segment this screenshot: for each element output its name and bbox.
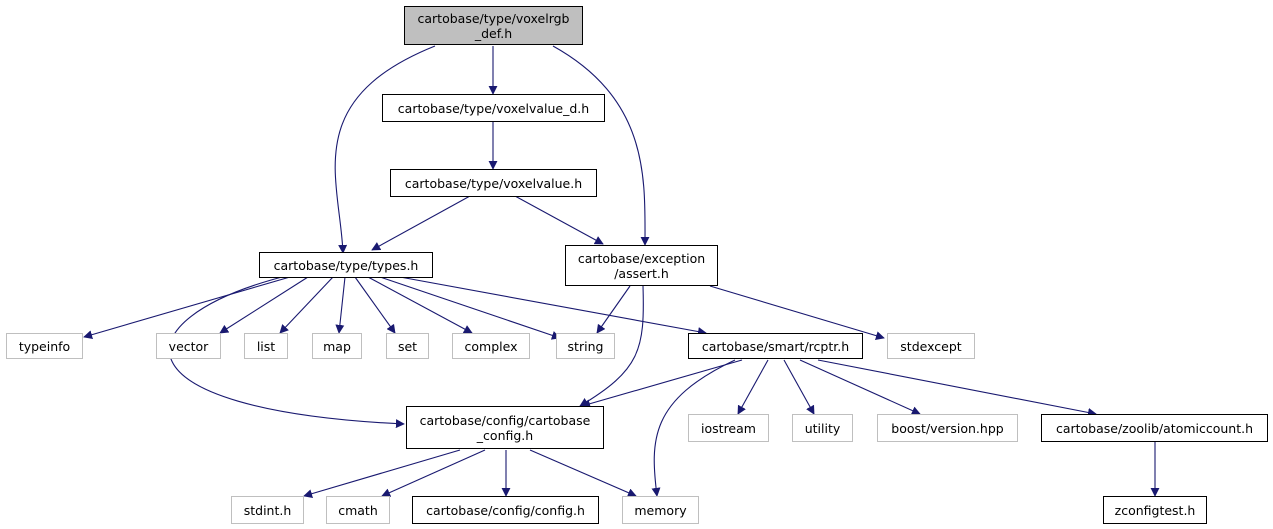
- edge-rcptr-to-memory: [651, 359, 736, 497]
- node-iostream: iostream: [688, 414, 769, 442]
- node-memory: memory: [622, 496, 699, 524]
- node-stdint: stdint.h: [231, 496, 304, 524]
- node-list: list: [244, 333, 288, 359]
- node-string: string: [556, 333, 615, 359]
- node-vector: vector: [156, 333, 221, 359]
- edge-types-to-rcptr: [399, 276, 707, 336]
- node-voxelrgb-def: cartobase/type/voxelrgb _def.h: [404, 6, 583, 45]
- edge-assert-to-string: [596, 285, 631, 334]
- node-voxelvalue[interactable]: cartobase/type/voxelvalue.h: [390, 169, 597, 197]
- edge-rcptr-to-iostream: [737, 359, 769, 415]
- node-utility: utility: [792, 414, 853, 442]
- node-boost-version: boost/version.hpp: [877, 414, 1018, 442]
- edge-types-to-string: [379, 276, 561, 340]
- edge-voxelrgb-to-assert: [552, 45, 650, 246]
- edge-assert-to-cartobase_config: [579, 285, 644, 407]
- edge-rcptr-to-utility: [783, 359, 815, 415]
- node-types[interactable]: cartobase/type/types.h: [259, 252, 433, 278]
- node-complex: complex: [452, 333, 530, 359]
- node-cartobase-config[interactable]: cartobase/config/cartobase _config.h: [406, 406, 604, 449]
- node-atomiccount[interactable]: cartobase/zoolib/atomiccount.h: [1041, 414, 1268, 442]
- edge-types-to-complex: [367, 276, 473, 334]
- edge-types-to-map: [335, 276, 346, 334]
- edge-types-to-set: [354, 276, 396, 334]
- edge-cartobase_config-to-memory: [529, 449, 637, 497]
- node-config[interactable]: cartobase/config/config.h: [412, 496, 599, 524]
- edge-rcptr-to-cartobase_config: [581, 359, 743, 409]
- node-map: map: [312, 333, 362, 359]
- edge-types-to-list: [279, 276, 334, 334]
- edge-assert-to-stdexcept: [709, 285, 885, 340]
- node-zconfigtest[interactable]: zconfigtest.h: [1103, 496, 1207, 524]
- node-typeinfo: typeinfo: [6, 333, 83, 359]
- node-set: set: [386, 333, 429, 359]
- node-rcptr[interactable]: cartobase/smart/rcptr.h: [688, 333, 863, 359]
- edge-types-to-vector: [219, 276, 309, 334]
- edge-types-to-typeinfo: [83, 276, 291, 340]
- node-stdexcept: stdexcept: [887, 333, 975, 359]
- edge-rcptr-to-boost_version: [799, 359, 921, 415]
- edge-voxelvalue-to-types: [371, 195, 471, 251]
- edge-rcptr-to-atomiccount: [817, 359, 1097, 417]
- edge-voxelvalue-to-assert: [514, 195, 604, 245]
- node-assert[interactable]: cartobase/exception /assert.h: [565, 245, 718, 286]
- node-cmath: cmath: [326, 496, 390, 524]
- edge-voxelrgb-to-types: [334, 45, 436, 254]
- edge-cartobase_config-to-stdint: [303, 449, 461, 499]
- edge-types-to-cartobase_config: [169, 276, 405, 429]
- node-voxelvalue-d[interactable]: cartobase/type/voxelvalue_d.h: [382, 94, 605, 122]
- edge-cartobase_config-to-cmath: [381, 449, 486, 497]
